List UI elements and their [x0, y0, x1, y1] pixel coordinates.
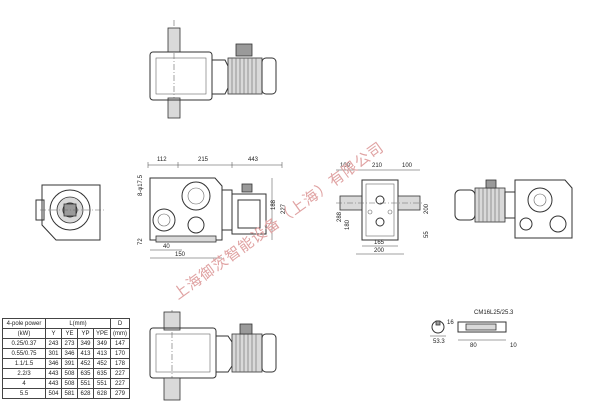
- table-cell-d: 170: [110, 348, 131, 359]
- table-row: 2.2/3 443 508 635 635 227: [2, 368, 131, 379]
- bottom-view: [149, 310, 277, 401]
- table-row: 0.55/0.75 301 346 413 413 170: [2, 348, 131, 359]
- dim-100-b: 100: [402, 163, 413, 169]
- table-cell: 349: [77, 338, 94, 349]
- table-head-mm: (mm): [110, 328, 131, 339]
- table-row: 1.1/1.5 346 391 452 452 178: [2, 358, 131, 369]
- table-cell-power: 2.2/3: [2, 368, 46, 379]
- table-cell: 413: [92, 348, 112, 359]
- table-cell: 628: [92, 388, 112, 399]
- dim-150: 150: [175, 252, 186, 258]
- top-view: [149, 20, 277, 119]
- middle-view: 100 210 100 288 180 200 55 165 200: [336, 163, 430, 255]
- table-cell: 443: [45, 378, 62, 389]
- key-spec-label: CM16L25/25.3: [474, 310, 514, 316]
- table-cell-power: 5.5: [2, 388, 46, 399]
- dim-200-right: 200: [424, 203, 430, 214]
- table-cell: 346: [45, 358, 62, 369]
- table-cell: 581: [61, 388, 78, 399]
- dim-72: 72: [138, 238, 144, 245]
- dim-165: 165: [374, 240, 385, 246]
- table-cell: 504: [45, 388, 62, 399]
- table-cell-power: 4: [2, 378, 46, 389]
- table-head-D: D: [110, 318, 131, 329]
- table-row: 4 443 508 551 551 227: [2, 378, 131, 389]
- dim-112: 112: [157, 157, 167, 163]
- dim-210: 210: [372, 163, 383, 169]
- dim-40: 40: [163, 244, 170, 250]
- front-view: 112 215 443 8-φ17.5 72 40 150 188 227: [138, 157, 287, 259]
- table-cell-d: 147: [110, 338, 131, 349]
- dim-443: 443: [248, 157, 259, 163]
- table-cell-power: 0.55/0.75: [2, 348, 46, 359]
- table-col-y: Y: [45, 328, 62, 339]
- table-cell: 551: [77, 378, 94, 389]
- table-cell: 349: [92, 338, 112, 349]
- table-col-ye: YE: [61, 328, 78, 339]
- table-row: 0.25/0.37 243 273 349 349 147: [2, 338, 131, 349]
- dim-200-bottom: 200: [374, 248, 385, 254]
- table-cell: 635: [77, 368, 94, 379]
- table-cell-power: 1.1/1.5: [2, 358, 46, 369]
- table-row: 5.5 504 581 628 628 279: [2, 388, 131, 399]
- right-view: [454, 179, 573, 239]
- table-head-L: L(mm): [44, 318, 112, 329]
- table-cell: 273: [61, 338, 78, 349]
- table-cell: 628: [77, 388, 94, 399]
- power-spec-table: 4-pole power L(mm) D (kW) Y YE YP YPE (m…: [2, 318, 131, 399]
- dim-188: 188: [271, 199, 277, 210]
- table-col-ype: YPE: [92, 328, 112, 339]
- dim-16: 16: [447, 320, 454, 326]
- table-cell-d: 178: [110, 358, 131, 369]
- dim-215: 215: [198, 157, 209, 163]
- table-cell: 508: [61, 368, 78, 379]
- table-cell-d: 227: [110, 378, 131, 389]
- table-cell: 508: [61, 378, 78, 389]
- table-cell: 301: [45, 348, 62, 359]
- table-cell: 635: [92, 368, 112, 379]
- dim-288: 288: [337, 211, 343, 222]
- table-head-kw: (kW): [2, 328, 46, 339]
- table-cell: 413: [77, 348, 94, 359]
- dim-8-holes: 8-φ17.5: [138, 174, 144, 196]
- dim-227: 227: [281, 203, 287, 214]
- dim-100-a: 100: [340, 163, 351, 169]
- table-cell-d: 279: [110, 388, 131, 399]
- table-cell: 243: [45, 338, 62, 349]
- left-view: [35, 184, 106, 241]
- table-cell: 346: [61, 348, 78, 359]
- table-cell: 443: [45, 368, 62, 379]
- table-cell: 551: [92, 378, 112, 389]
- dim-10: 10: [510, 343, 517, 349]
- key-detail: 53.3 16 80 10 CM16L25/25.3: [430, 310, 517, 349]
- table-cell-d: 227: [110, 368, 131, 379]
- table-cell: 452: [92, 358, 112, 369]
- dim-53: 53.3: [433, 339, 445, 345]
- dim-80: 80: [470, 343, 477, 349]
- table-cell: 391: [61, 358, 78, 369]
- table-head-power: 4-pole power: [2, 318, 46, 329]
- dim-180: 180: [345, 219, 351, 230]
- table-cell-power: 0.25/0.37: [2, 338, 46, 349]
- table-col-yp: YP: [77, 328, 94, 339]
- dim-55: 55: [424, 231, 430, 238]
- table-cell: 452: [77, 358, 94, 369]
